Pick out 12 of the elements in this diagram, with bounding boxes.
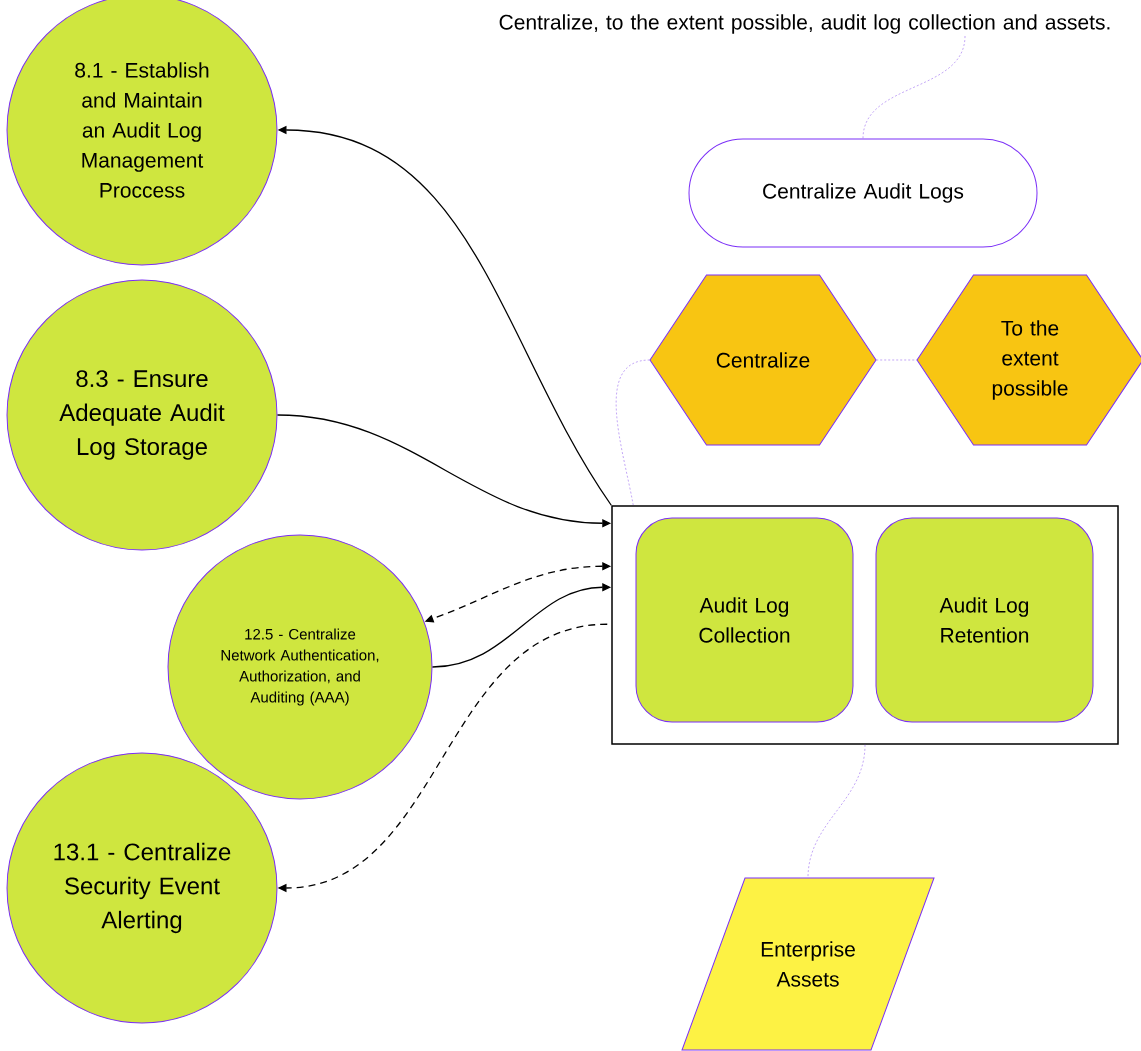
asset-parallelogram: Enterprise Assets [681,877,935,1051]
qualifier-hexagon: To the extent possible [916,274,1141,446]
statement-text: Centralize, to the extent possible, audit log collection and assets. [499,14,1110,34]
process-box: Audit Log Collection [635,517,854,723]
connector-line [616,359,651,506]
connector-line [875,359,918,361]
connector-line [862,35,966,139]
connector-line [807,744,866,879]
process-box: Audit Log Retention [875,517,1094,723]
group-box [611,505,1119,745]
qualifier-hexagon: Centralize [649,274,877,446]
process-pill: Centralize Audit Logs [688,138,1038,248]
